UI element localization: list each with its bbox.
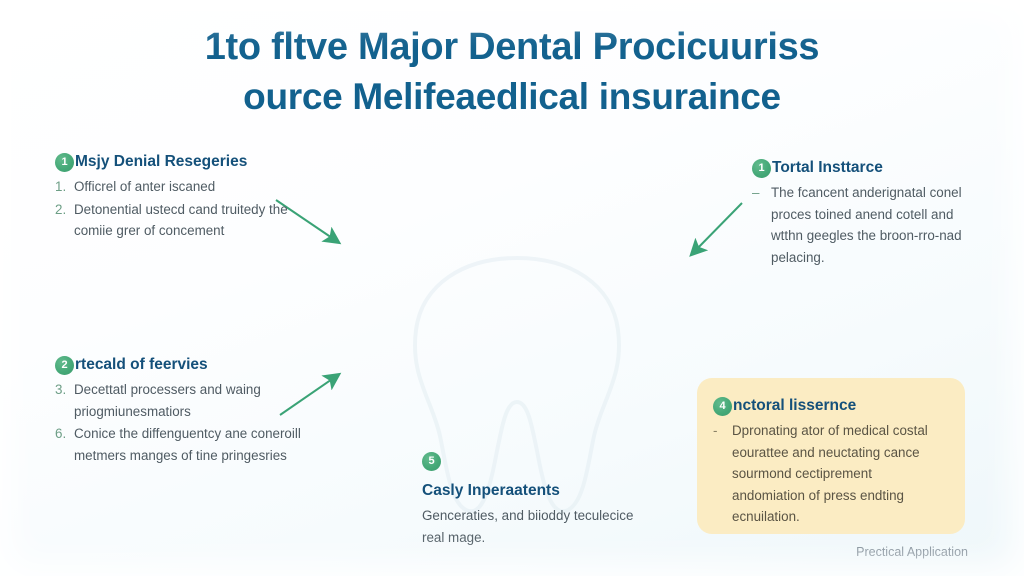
list-marker: – <box>752 185 760 200</box>
list-text: Officrel of anter iscaned <box>74 179 216 194</box>
section-2-header: 1 Tortal Insttarce <box>752 158 977 178</box>
section-block-1: 1 Msjy Denial Resegeries 1. Officrel of … <box>55 152 310 243</box>
badge-number-5: 5 <box>422 452 441 471</box>
list-item: 6. Conice the diffenguentcy ane coneroil… <box>55 423 310 466</box>
badge-number-4: 4 <box>713 397 732 416</box>
list-marker: 2. <box>55 201 67 217</box>
footer-label: Prectical Application <box>856 545 968 559</box>
list-text: Detonential ustecd cand truitedy the com… <box>74 201 288 239</box>
list-item: - Dpronating ator of medical costal eour… <box>713 420 945 528</box>
section-block-2: 1 Tortal Insttarce – The fcancent anderi… <box>752 158 977 269</box>
list-marker: 6. <box>55 426 67 441</box>
section-block-3: 2 rtecald of feervies 3. Decettatl proce… <box>55 355 310 467</box>
arrow-icon-2 <box>689 202 743 257</box>
section-5-title: Casly Inperaatents <box>422 482 560 499</box>
badge-number-2: 1 <box>752 159 771 178</box>
section-3-title: rtecald of feervies <box>75 356 208 373</box>
highlight-card: 4 nctoral lissernce - Dpronating ator of… <box>697 378 965 534</box>
section-5-header: 5 Casly Inperaatents <box>422 452 637 501</box>
section-3-header: 2 rtecald of feervies <box>55 355 310 375</box>
list-item: 2. Detonential ustecd cand truitedy the … <box>55 199 310 242</box>
section-1-header: 1 Msjy Denial Resegeries <box>55 152 310 172</box>
list-text: Dpronating ator of medical costal eourat… <box>732 423 928 524</box>
section-1-title: Msjy Denial Resegeries <box>75 153 248 170</box>
title-line-2: ource Melifeaedlical insuraince <box>243 76 781 117</box>
section-3-list: 3. Decettatl processers and waing priogm… <box>55 379 310 466</box>
card-list: - Dpronating ator of medical costal eour… <box>713 420 945 528</box>
list-marker: 3. <box>55 382 67 397</box>
section-block-5: 5 Casly Inperaatents Genceraties, and bi… <box>422 452 637 548</box>
section-2-title: Tortal Insttarce <box>772 159 883 176</box>
list-marker: 1. <box>55 179 67 194</box>
list-item: – The fcancent anderignatal conel proces… <box>752 182 977 268</box>
list-text: Decettatl processers and waing priogmiun… <box>74 382 261 419</box>
badge-number-1: 1 <box>55 153 74 172</box>
list-item: 1. Officrel of anter iscaned <box>55 176 310 198</box>
list-text: The fcancent anderignatal conel proces t… <box>771 185 962 265</box>
section-5-body: Genceraties, and biioddy teculecice real… <box>422 508 634 545</box>
badge-number-3: 2 <box>55 356 74 375</box>
list-text: Conice the diffenguentcy ane coneroill m… <box>74 426 301 463</box>
title-line-1: 1to fltve Major Dental Procicuuriss <box>204 26 820 68</box>
section-1-list: 1. Officrel of anter iscaned 2. Detonent… <box>55 176 310 242</box>
page-title: 1to fltve Major Dental Procicuuriss ourc… <box>0 22 1024 122</box>
card-header: 4 nctoral lissernce <box>713 396 945 416</box>
list-marker: - <box>713 423 718 438</box>
section-2-list: – The fcancent anderignatal conel proces… <box>752 182 977 268</box>
card-title: nctoral lissernce <box>733 397 857 414</box>
list-item: 3. Decettatl processers and waing priogm… <box>55 379 310 422</box>
